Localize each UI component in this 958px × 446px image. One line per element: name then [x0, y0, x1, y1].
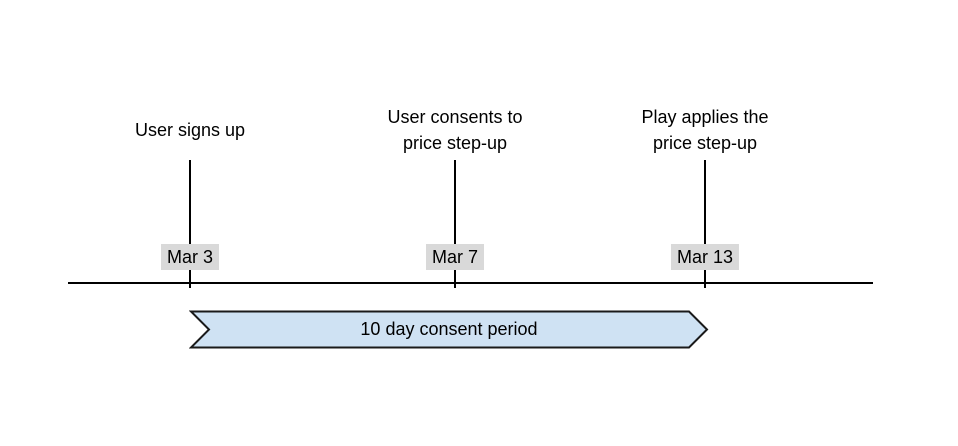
date-badge-mar-13: Mar 13	[670, 244, 740, 270]
chevron-arrow-shape	[189, 310, 709, 349]
event-tick-mar-3	[189, 160, 191, 288]
date-badge-mar-7: Mar 7	[425, 244, 485, 270]
event-label-user-signs-up: User signs up	[70, 95, 310, 165]
consent-period-banner: 10 day consent period	[189, 309, 709, 350]
consent-period-label: 10 day consent period	[360, 319, 538, 339]
event-label-play-applies: Play applies the price step-up	[585, 95, 825, 165]
event-tick-mar-7	[454, 160, 456, 288]
timeline-axis	[68, 282, 873, 284]
event-label-text: Play applies the price step-up	[641, 107, 769, 153]
event-tick-mar-13	[704, 160, 706, 288]
event-label-text: User consents to price step-up	[387, 107, 523, 153]
date-badge-mar-3: Mar 3	[160, 244, 220, 270]
event-label-user-consents: User consents to price step-up	[335, 95, 575, 165]
chevron-arrow-polygon	[189, 310, 709, 349]
event-label-text: User signs up	[134, 120, 246, 140]
